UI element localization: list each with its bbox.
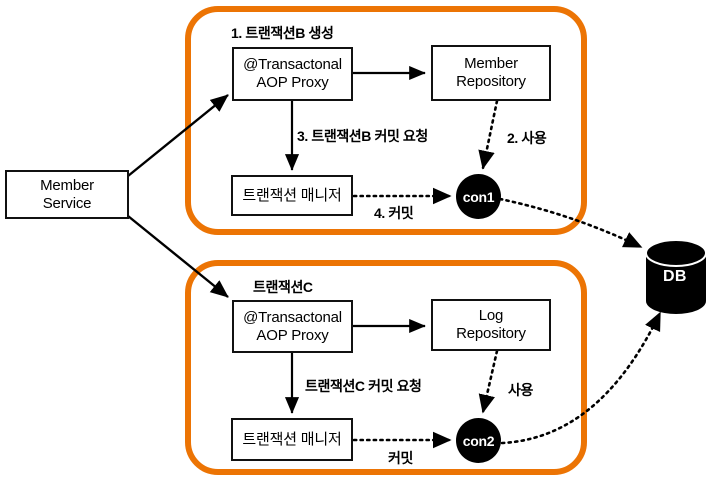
member-repository-box[interactable]: Member Repository [431, 45, 551, 101]
edge-con1-to-db [498, 197, 643, 249]
group-heading-transaction-c: 트랜잭션C [253, 279, 313, 295]
member-repository-label: Member Repository [456, 55, 526, 90]
group-heading-transaction-b: 1. 트랜잭션B 생성 [231, 25, 334, 41]
transaction-manager-box-c[interactable]: 트랜잭션 매니저 [231, 418, 353, 461]
edge-label-commit-request-b: 3. 트랜잭션B 커밋 요청 [297, 128, 428, 144]
aop-proxy-label-c: @Transactonal AOP Proxy [243, 308, 342, 344]
aop-proxy-box-b[interactable]: @Transactonal AOP Proxy [232, 47, 353, 101]
log-repository-label: Log Repository [456, 307, 526, 342]
edge-label-commit-request-c: 트랜잭션C 커밋 요청 [305, 378, 422, 394]
member-service-label: Member Service [40, 176, 94, 212]
database-label: DB [663, 268, 687, 285]
edge-label-use-c: 사용 [508, 382, 533, 398]
connection-con1[interactable]: con1 [456, 174, 501, 219]
edge-member-repository-to-con1 [478, 99, 499, 170]
edge-service-to-proxy-c [127, 215, 229, 298]
aop-proxy-box-c[interactable]: @Transactonal AOP Proxy [232, 300, 353, 353]
log-repository-box[interactable]: Log Repository [431, 299, 551, 351]
edge-log-repository-to-con2 [478, 349, 499, 414]
connection-con2-label: con2 [462, 432, 495, 449]
connection-con2[interactable]: con2 [456, 418, 501, 463]
member-service-box[interactable]: Member Service [5, 170, 129, 219]
transaction-manager-label-b: 트랜잭션 매니저 [242, 186, 342, 204]
edge-label-use-b: 2. 사용 [507, 130, 547, 146]
aop-proxy-label-b: @Transactonal AOP Proxy [243, 56, 342, 91]
edge-label-commit-b: 4. 커밋 [374, 205, 414, 221]
transaction-manager-label-c: 트랜잭션 매니저 [242, 430, 342, 448]
connection-con1-label: con1 [462, 188, 495, 205]
edge-label-commit-c: 커밋 [388, 450, 413, 466]
transaction-manager-box-b[interactable]: 트랜잭션 매니저 [231, 175, 353, 216]
edge-service-to-proxy-b [127, 94, 229, 177]
